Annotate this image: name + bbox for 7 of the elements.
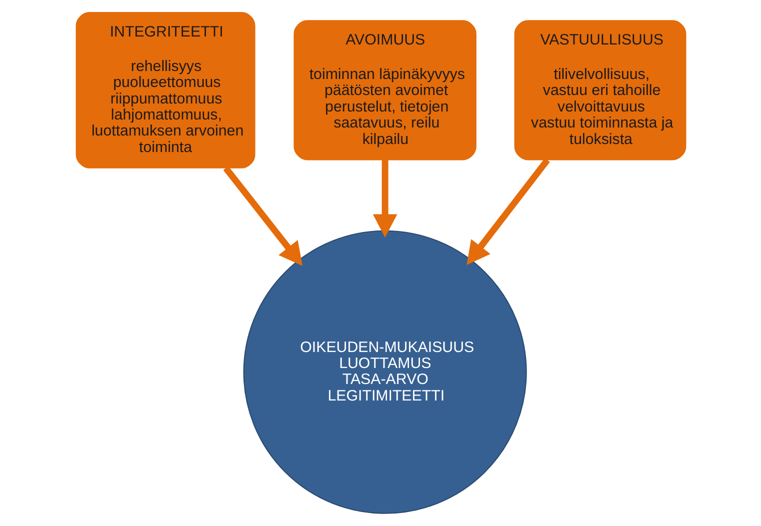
arrow (222, 166, 302, 266)
arrow (372, 160, 397, 238)
node-circle: OIKEUDEN-MUKAISUUS LUOTTAMUS TASA-ARVO LEGITIMITEETTI (242, 230, 526, 514)
node-box: VASTUULLISUUS tilivelvollisuus, vastuu eri tahoille velvoittavuus vastuu toiminnasta ja tuloksista (514, 20, 686, 160)
node-box: AVOIMUUS toiminnan läpinäkyvyys päätösten avoimet perustelut, tietojen saatavuus, reilu kilpailu (293, 20, 476, 160)
arrow (466, 158, 550, 265)
node-box: INTEGRITEETTI rehellisyys puolueettomuus riippumattomuus lahjomattomuus, luottamuksen arvoinen toiminta (75, 12, 255, 168)
